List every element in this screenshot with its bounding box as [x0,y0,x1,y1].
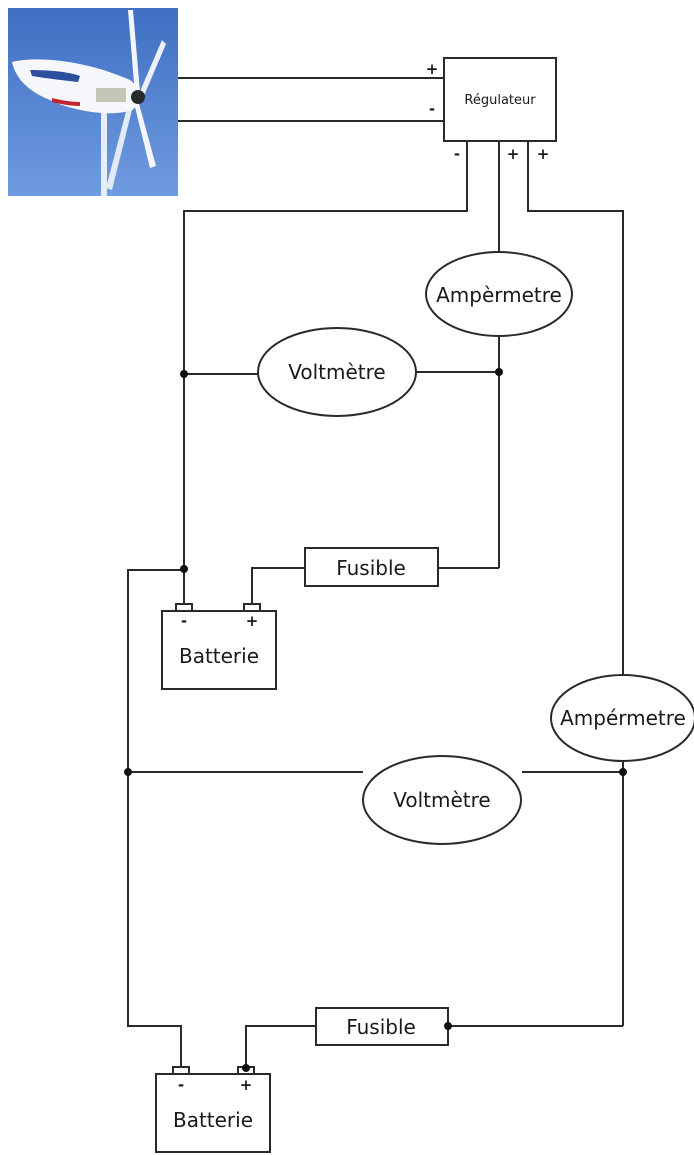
junction-dot [619,768,627,776]
upper-fuse-label: Fusible [336,556,406,580]
lower-battery-plus: + [240,1076,253,1094]
junction-dot [495,368,503,376]
upper-negative-wire [183,141,468,568]
regulator-out-plus-2: + [537,145,550,163]
lower-battery-label: Batterie [173,1108,253,1132]
upper-voltmeter [257,327,417,417]
upper-ammeter-label: Ampèrmetre [436,283,562,307]
lower-voltmeter-label: Voltmètre [393,788,490,812]
junction-dot [242,1064,250,1072]
wind-turbine-photo [8,8,178,196]
upper-battery-minus: - [181,612,187,630]
regulator-in-plus: + [426,60,439,78]
regulator-box [443,57,557,142]
lower-voltmeter [362,755,522,845]
junction-dot [180,565,188,573]
regulator-in-minus: - [429,100,435,118]
upper-battery-label: Batterie [179,644,259,668]
lower-fuse-label: Fusible [346,1015,416,1039]
lower-ammeter [550,674,694,762]
lower-positive-wire [527,141,624,675]
lower-ammeter-label: Ampérmetre [560,706,686,730]
lower-battery [155,1066,271,1153]
junction-dot [124,768,132,776]
regulator-label: Régulateur [464,93,536,108]
regulator-out-plus-1: + [507,145,520,163]
junction-dot [444,1022,452,1030]
junction-dot [180,370,188,378]
upper-battery-plus: + [246,612,259,630]
upper-ammeter [425,251,573,337]
lower-battery-minus: - [178,1076,184,1094]
upper-voltmeter-label: Voltmètre [288,360,385,384]
upper-fuse [304,547,439,587]
upper-battery [161,603,277,690]
regulator-out-minus: - [454,145,460,163]
